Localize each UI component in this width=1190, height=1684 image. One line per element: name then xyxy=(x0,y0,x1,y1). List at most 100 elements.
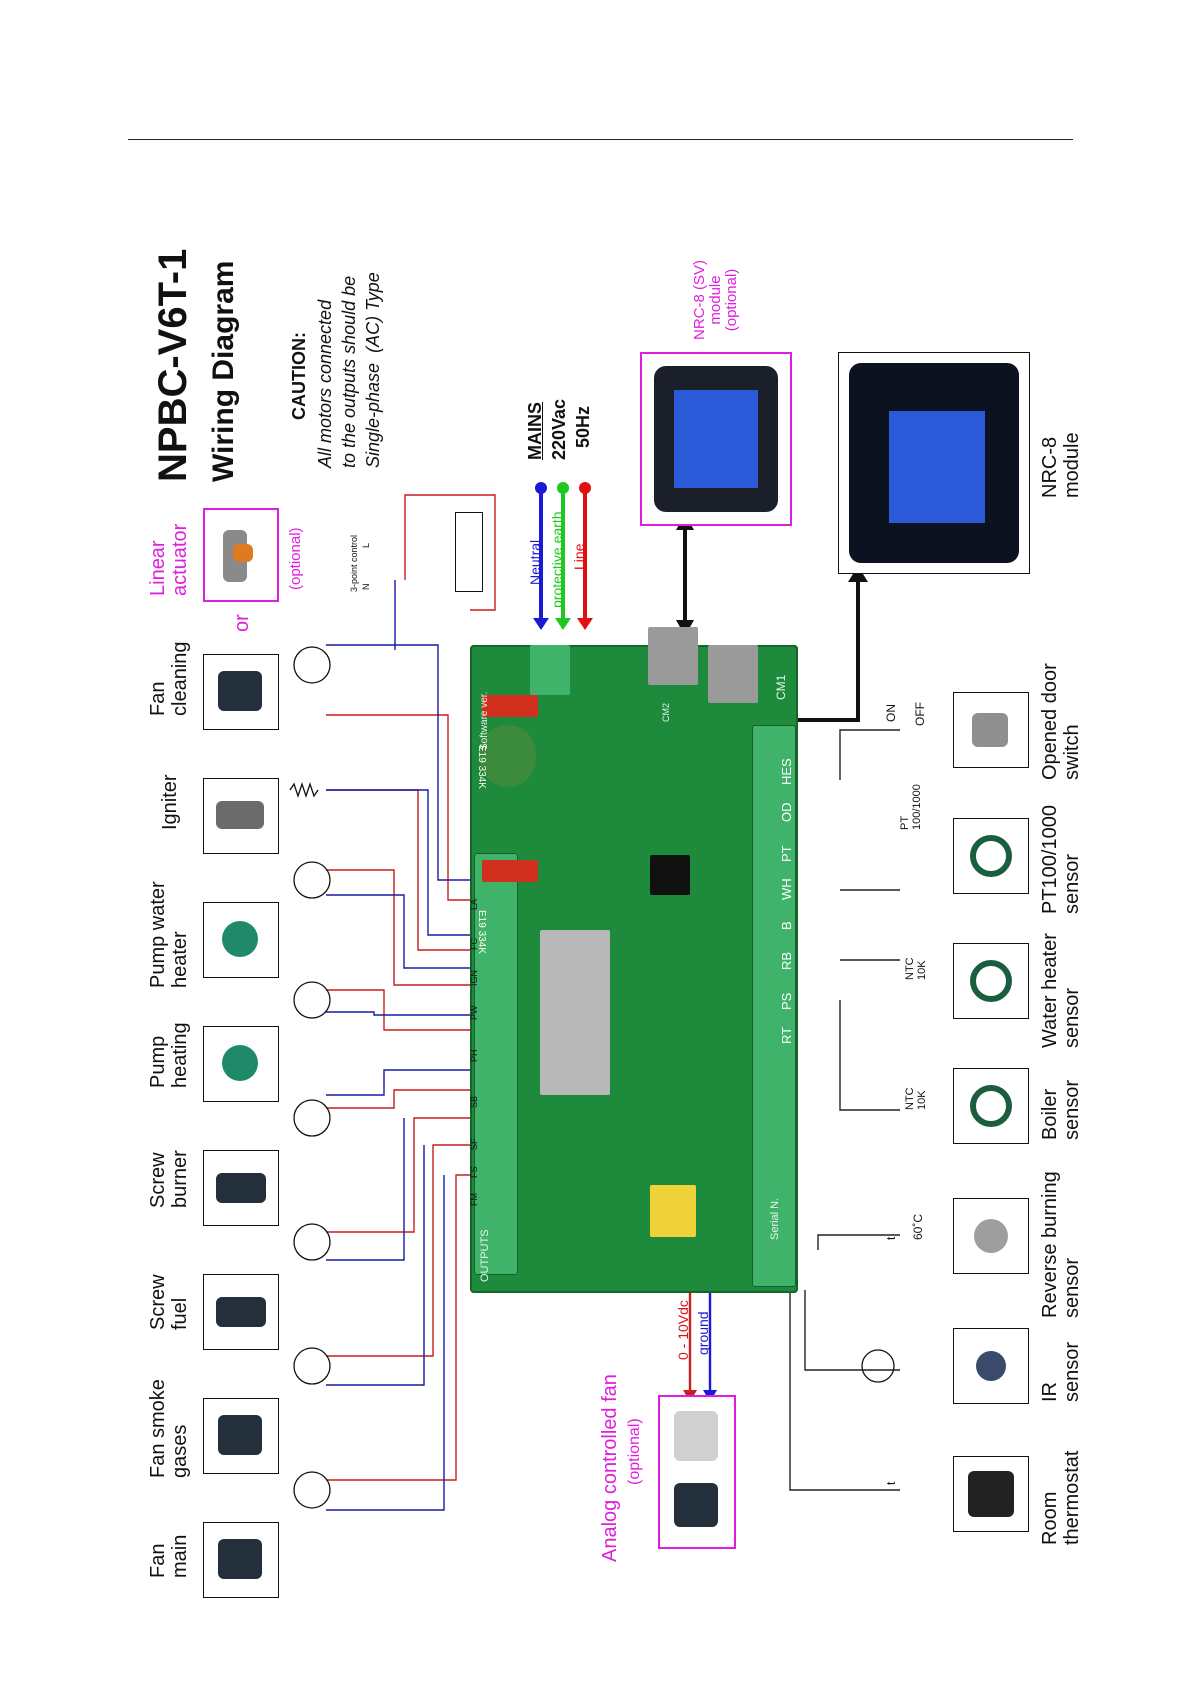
nrc8-module-photo xyxy=(838,352,1030,574)
motor-symbols xyxy=(289,646,895,1509)
linear-actuator-optional: (optional) xyxy=(287,527,304,590)
caution-heading: CAUTION: xyxy=(289,332,309,420)
terminal-ps: PS xyxy=(779,992,794,1010)
photo-pump-water xyxy=(203,902,279,978)
analog-signal-label: 0 - 10Vdc xyxy=(675,1300,691,1360)
caution-line3: Single-phase (AC) Type xyxy=(363,272,383,468)
photo-fan-main xyxy=(203,1522,279,1598)
terminal-rb: RB xyxy=(779,951,794,970)
wire-door xyxy=(839,729,900,780)
label-ir-sensor: IR sensor xyxy=(1039,1341,1083,1402)
label-pump-water: Pump water heater xyxy=(147,881,191,988)
nrc8-link xyxy=(795,580,860,722)
mains-frequency: 50Hz xyxy=(573,405,593,448)
nrc8-sv-module-photo xyxy=(640,352,792,526)
linear-actuator-photo xyxy=(203,508,279,602)
controller-board xyxy=(470,627,798,1293)
wire-fan-smoke-neutral xyxy=(326,1145,425,1386)
photo-pump-heating xyxy=(203,1026,279,1102)
page-title: NPBC-V6T-1 xyxy=(151,248,195,482)
photo-igniter xyxy=(203,778,279,854)
terminal-wh: WH xyxy=(779,878,794,900)
caution-line2: to the outputs should be xyxy=(339,275,359,468)
three-point-l: L xyxy=(361,542,371,548)
room-t-label: t xyxy=(884,1481,898,1485)
wire-pump-water-line xyxy=(326,869,470,986)
wire-fan-main-neutral xyxy=(326,1175,445,1511)
terminal-la: LA xyxy=(469,898,479,910)
photo-ir-sensor xyxy=(953,1328,1029,1404)
relay-cover xyxy=(540,930,610,1095)
analog-fan-label: Analog controlled fan xyxy=(599,1374,621,1562)
label-fan-cleaning: Fan cleaning xyxy=(147,641,191,716)
three-point-label: 3-point control xyxy=(349,534,359,592)
nrc8-sv-label: NRC-8 (SV) module (optional) xyxy=(691,259,741,340)
three-point-n: N xyxy=(361,583,371,591)
capacitor-red-2 xyxy=(482,860,538,882)
photo-room-thermostat xyxy=(953,1456,1029,1532)
board-serial-label: Serial N. xyxy=(769,1197,781,1240)
wire-3point xyxy=(404,494,496,611)
wire-fan-main-line xyxy=(326,1174,470,1481)
wire-screw-fuel-line xyxy=(326,1117,470,1233)
board-cm2-label: CM2 xyxy=(661,702,671,722)
label-boiler-sensor: Boiler sensor xyxy=(1039,1079,1083,1140)
wire-igniter-neutral xyxy=(326,789,470,936)
label-reverse-burning: Reverse burning sensor xyxy=(1039,1171,1083,1318)
earth-label: protective earth xyxy=(549,511,565,609)
three-point-switch xyxy=(455,512,483,592)
terminal-od: OD xyxy=(779,802,794,823)
wire-fan-cleaning-neutral xyxy=(326,644,470,881)
photo-boiler-sensor xyxy=(953,1068,1029,1144)
terminal-hes: HES xyxy=(779,758,794,785)
wire-boiler xyxy=(839,1000,900,1111)
label-screw-burner: Screw burner xyxy=(147,1150,191,1208)
input-terminal-block xyxy=(752,725,796,1287)
reverse-t-label: t xyxy=(884,1236,898,1240)
photo-reverse-burning xyxy=(953,1198,1029,1274)
wire-ir xyxy=(804,1290,900,1371)
capacitor-red-1 xyxy=(482,695,538,717)
off-label: OFF xyxy=(913,702,927,726)
board-cap1-label: E19 334K xyxy=(476,745,487,789)
pt-label: PT 100/1000 xyxy=(899,784,923,830)
analog-fan-optional: (optional) xyxy=(626,1418,643,1485)
wire-screw-burner-line xyxy=(326,1089,470,1109)
label-pt100-sensor: PT100/1000 sensor xyxy=(1039,805,1083,914)
wire-fan-cleaning-line xyxy=(326,714,470,901)
microcontroller xyxy=(650,855,690,895)
photo-opened-door xyxy=(953,692,1029,768)
wire-reverse xyxy=(817,1234,900,1250)
photo-water-heater-sensor xyxy=(953,943,1029,1019)
line-label: Line xyxy=(571,543,587,570)
label-pump-heating: Pump heating xyxy=(147,1022,191,1088)
label-water-heater-sensor: Water heater sensor xyxy=(1039,933,1083,1048)
terminal-rt: RT xyxy=(779,1026,794,1044)
terminal-sb: SB xyxy=(469,1095,479,1108)
caution-line1: All motors connected xyxy=(315,299,335,468)
toroid-choke xyxy=(480,725,536,787)
transformer xyxy=(650,1185,696,1237)
ntc-water-label: NTC 10K xyxy=(904,957,928,980)
terminal-fs: FS xyxy=(469,1166,479,1178)
analog-fan-photo xyxy=(658,1395,736,1549)
linear-actuator-or: or xyxy=(231,614,253,632)
mains-voltage: 220Vac xyxy=(549,398,569,460)
reverse-temp-label: 60˚C xyxy=(911,1213,925,1240)
linear-actuator-label: Linear actuator xyxy=(147,523,191,596)
photo-screw-burner xyxy=(203,1150,279,1226)
port-cm1 xyxy=(708,645,758,703)
neutral-label: Neutral xyxy=(527,539,543,585)
wire-fan-smoke-line xyxy=(326,1144,470,1357)
terminal-fc: FC xyxy=(469,938,479,950)
label-igniter: Igniter xyxy=(159,774,181,830)
photo-fan-cleaning xyxy=(203,654,279,730)
port-cm2 xyxy=(648,627,698,685)
terminal-fm: FM xyxy=(469,1193,479,1206)
label-room-thermostat: Room thermostat xyxy=(1039,1450,1083,1545)
label-opened-door-switch: Opened door switch xyxy=(1039,663,1083,780)
terminal-pw: PW xyxy=(469,1005,479,1021)
terminal-b: B xyxy=(779,921,794,930)
wire-pump-heating-neutral xyxy=(326,1011,470,1016)
photo-pt100 xyxy=(953,818,1029,894)
